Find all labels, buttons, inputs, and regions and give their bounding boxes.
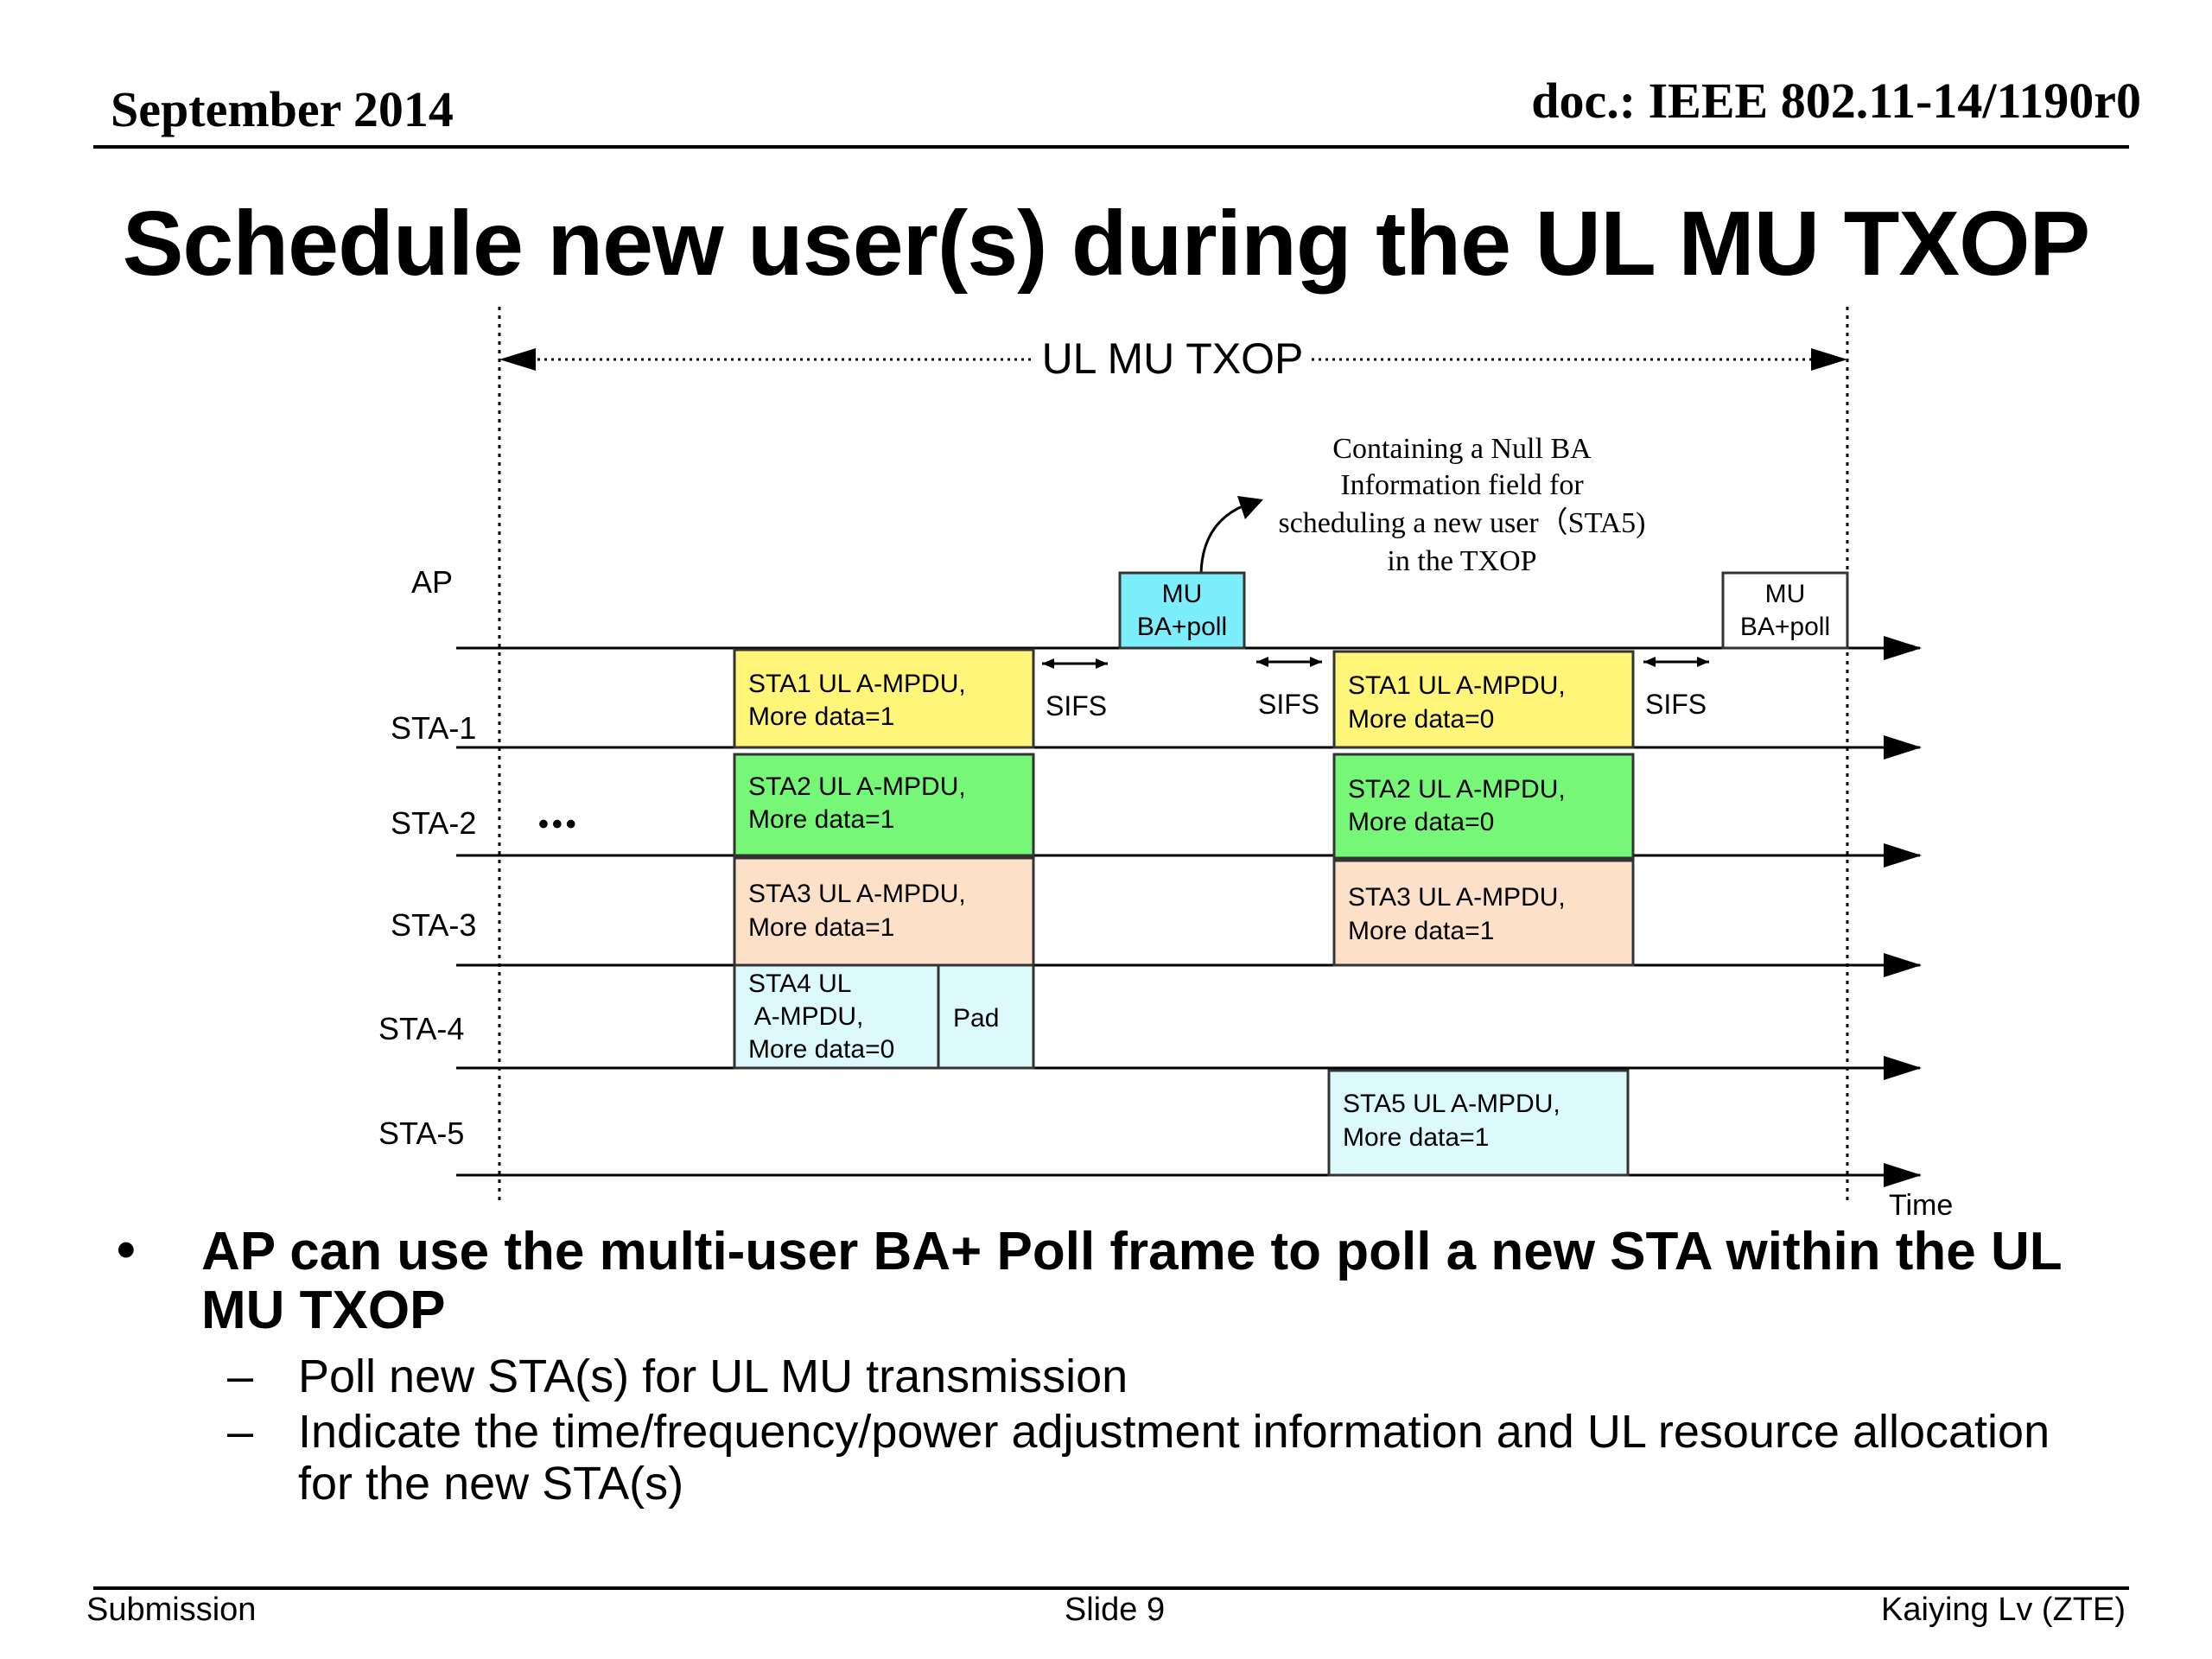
row-label-sta1: STA-1 [391,710,476,746]
header-doc-id: doc.: IEEE 802.11-14/1190r0 [1531,73,2141,129]
footer-submission: Submission [86,1592,257,1628]
annotation-pointer-arrow [1199,504,1245,574]
frame-sta4-first [733,963,940,1070]
axis-sta2-arrowhead [1884,843,1922,868]
bullet-sub-1: – Poll new STA(s) for UL MU transmission [117,1351,2104,1402]
frame-sta2-first [733,753,1035,857]
bullet-dash-icon: – [227,1406,254,1458]
txop-arrowhead-right [1811,348,1847,371]
frame-sta4-first-line1: STA4 UL [748,969,852,998]
row-label-sta3: STA-3 [391,907,476,943]
axis-sta5-arrowhead [1884,1163,1922,1187]
frame-sta2-first-line2: More data=1 [748,805,894,834]
frame-sta2-second [1332,753,1635,860]
frame-sta1-second-line2: More data=0 [1348,705,1494,734]
frame-sta1-first-line2: More data=1 [748,702,894,731]
row-label-sta2: STA-2 [391,805,476,841]
footer-author: Kaiying Lv (ZTE) [1881,1592,2126,1628]
frame-mu-ba-poll-2 [1721,571,1849,650]
frame-sta3-second-line2: More data=1 [1348,917,1494,945]
frame-sta3-first-line1: STA3 UL A-MPDU, [748,880,966,908]
frame-sta1-second-line1: STA1 UL A-MPDU, [1348,671,1566,700]
bullet-dash-icon: – [227,1351,254,1402]
frame-sta2-first-line1: STA2 UL A-MPDU, [748,772,966,801]
ellipsis: ••• [538,808,580,841]
bullet-sub-2: – Indicate the time/frequency/power adju… [117,1406,2104,1510]
sifs-label-3: SIFS [1645,689,1707,720]
frame-sta1-first-line1: STA1 UL A-MPDU, [748,670,966,698]
frame-sta4-pad-label: Pad [953,1004,999,1033]
frame-sta4-first-line2: A-MPDU, [748,1002,863,1031]
annotation-line-4: in the TXOP [1387,545,1536,577]
bullet-main-text: AP can use the multi-user BA+ Poll frame… [201,1222,2062,1340]
bullet-list: • AP can use the multi-user BA+ Poll fra… [117,1220,2104,1510]
frame-sta5-second [1327,1069,1630,1177]
frame-mu-ba-poll-2-line1: MU [1765,580,1806,608]
frame-sta1-second [1332,650,1635,749]
frame-sta2-second-line2: More data=0 [1348,808,1494,836]
bullet-sub-1-text: Poll new STA(s) for UL MU transmission [298,1351,1128,1402]
footer-rule [93,1586,2129,1590]
txop-arrowhead-left [499,348,536,371]
bullet-main: • AP can use the multi-user BA+ Poll fra… [117,1220,2104,1340]
annotation-line-3: scheduling a new user（STA5) [1278,506,1645,539]
frame-sta4-pad [937,963,1035,1070]
frame-sta5-second-line2: More data=1 [1343,1123,1489,1152]
txop-label: UL MU TXOP [1042,334,1304,383]
frame-sta3-second-line1: STA3 UL A-MPDU, [1348,883,1566,912]
frame-sta4-first-line3: More data=0 [748,1035,894,1064]
axis-sta3-arrowhead [1884,953,1922,977]
bullet-dot-icon: • [117,1220,136,1280]
axis-sta4-arrowhead [1884,1056,1922,1080]
frame-sta1-first [733,648,1035,749]
header-rule [93,145,2129,149]
annotation-line-2: Information field for [1340,469,1584,501]
frame-sta3-first-line2: More data=1 [748,913,894,942]
frame-sta5-second-line1: STA5 UL A-MPDU, [1343,1090,1560,1118]
footer-slide-number: Slide 9 [1064,1592,1166,1628]
axis-ap-arrowhead [1884,636,1922,660]
frame-mu-ba-poll-1 [1118,571,1246,650]
sifs-label-2: SIFS [1258,689,1319,720]
frame-mu-ba-poll-1-line2: BA+poll [1137,613,1227,641]
header-date: September 2014 [111,81,454,137]
slide-title: Schedule new user(s) during the UL MU TX… [122,193,2091,295]
bullet-sub-2-text: Indicate the time/frequency/power adjust… [298,1406,2050,1510]
axis-sta1-arrowhead [1884,735,1922,760]
frame-sta2-second-line1: STA2 UL A-MPDU, [1348,775,1566,804]
row-label-sta5: STA-5 [378,1116,464,1151]
row-label-ap: AP [411,564,453,600]
frame-mu-ba-poll-2-line2: BA+poll [1740,613,1830,641]
frame-mu-ba-poll-1-line1: MU [1162,580,1203,608]
frame-sta3-first [733,856,1035,967]
annotation-pointer-arrowhead [1237,496,1263,519]
sifs-label-1: SIFS [1046,690,1107,721]
time-label: Time [1889,1189,1953,1222]
frame-sta3-second [1332,859,1635,967]
annotation-line-1: Containing a Null BA [1332,433,1592,465]
row-label-sta4: STA-4 [378,1011,464,1046]
